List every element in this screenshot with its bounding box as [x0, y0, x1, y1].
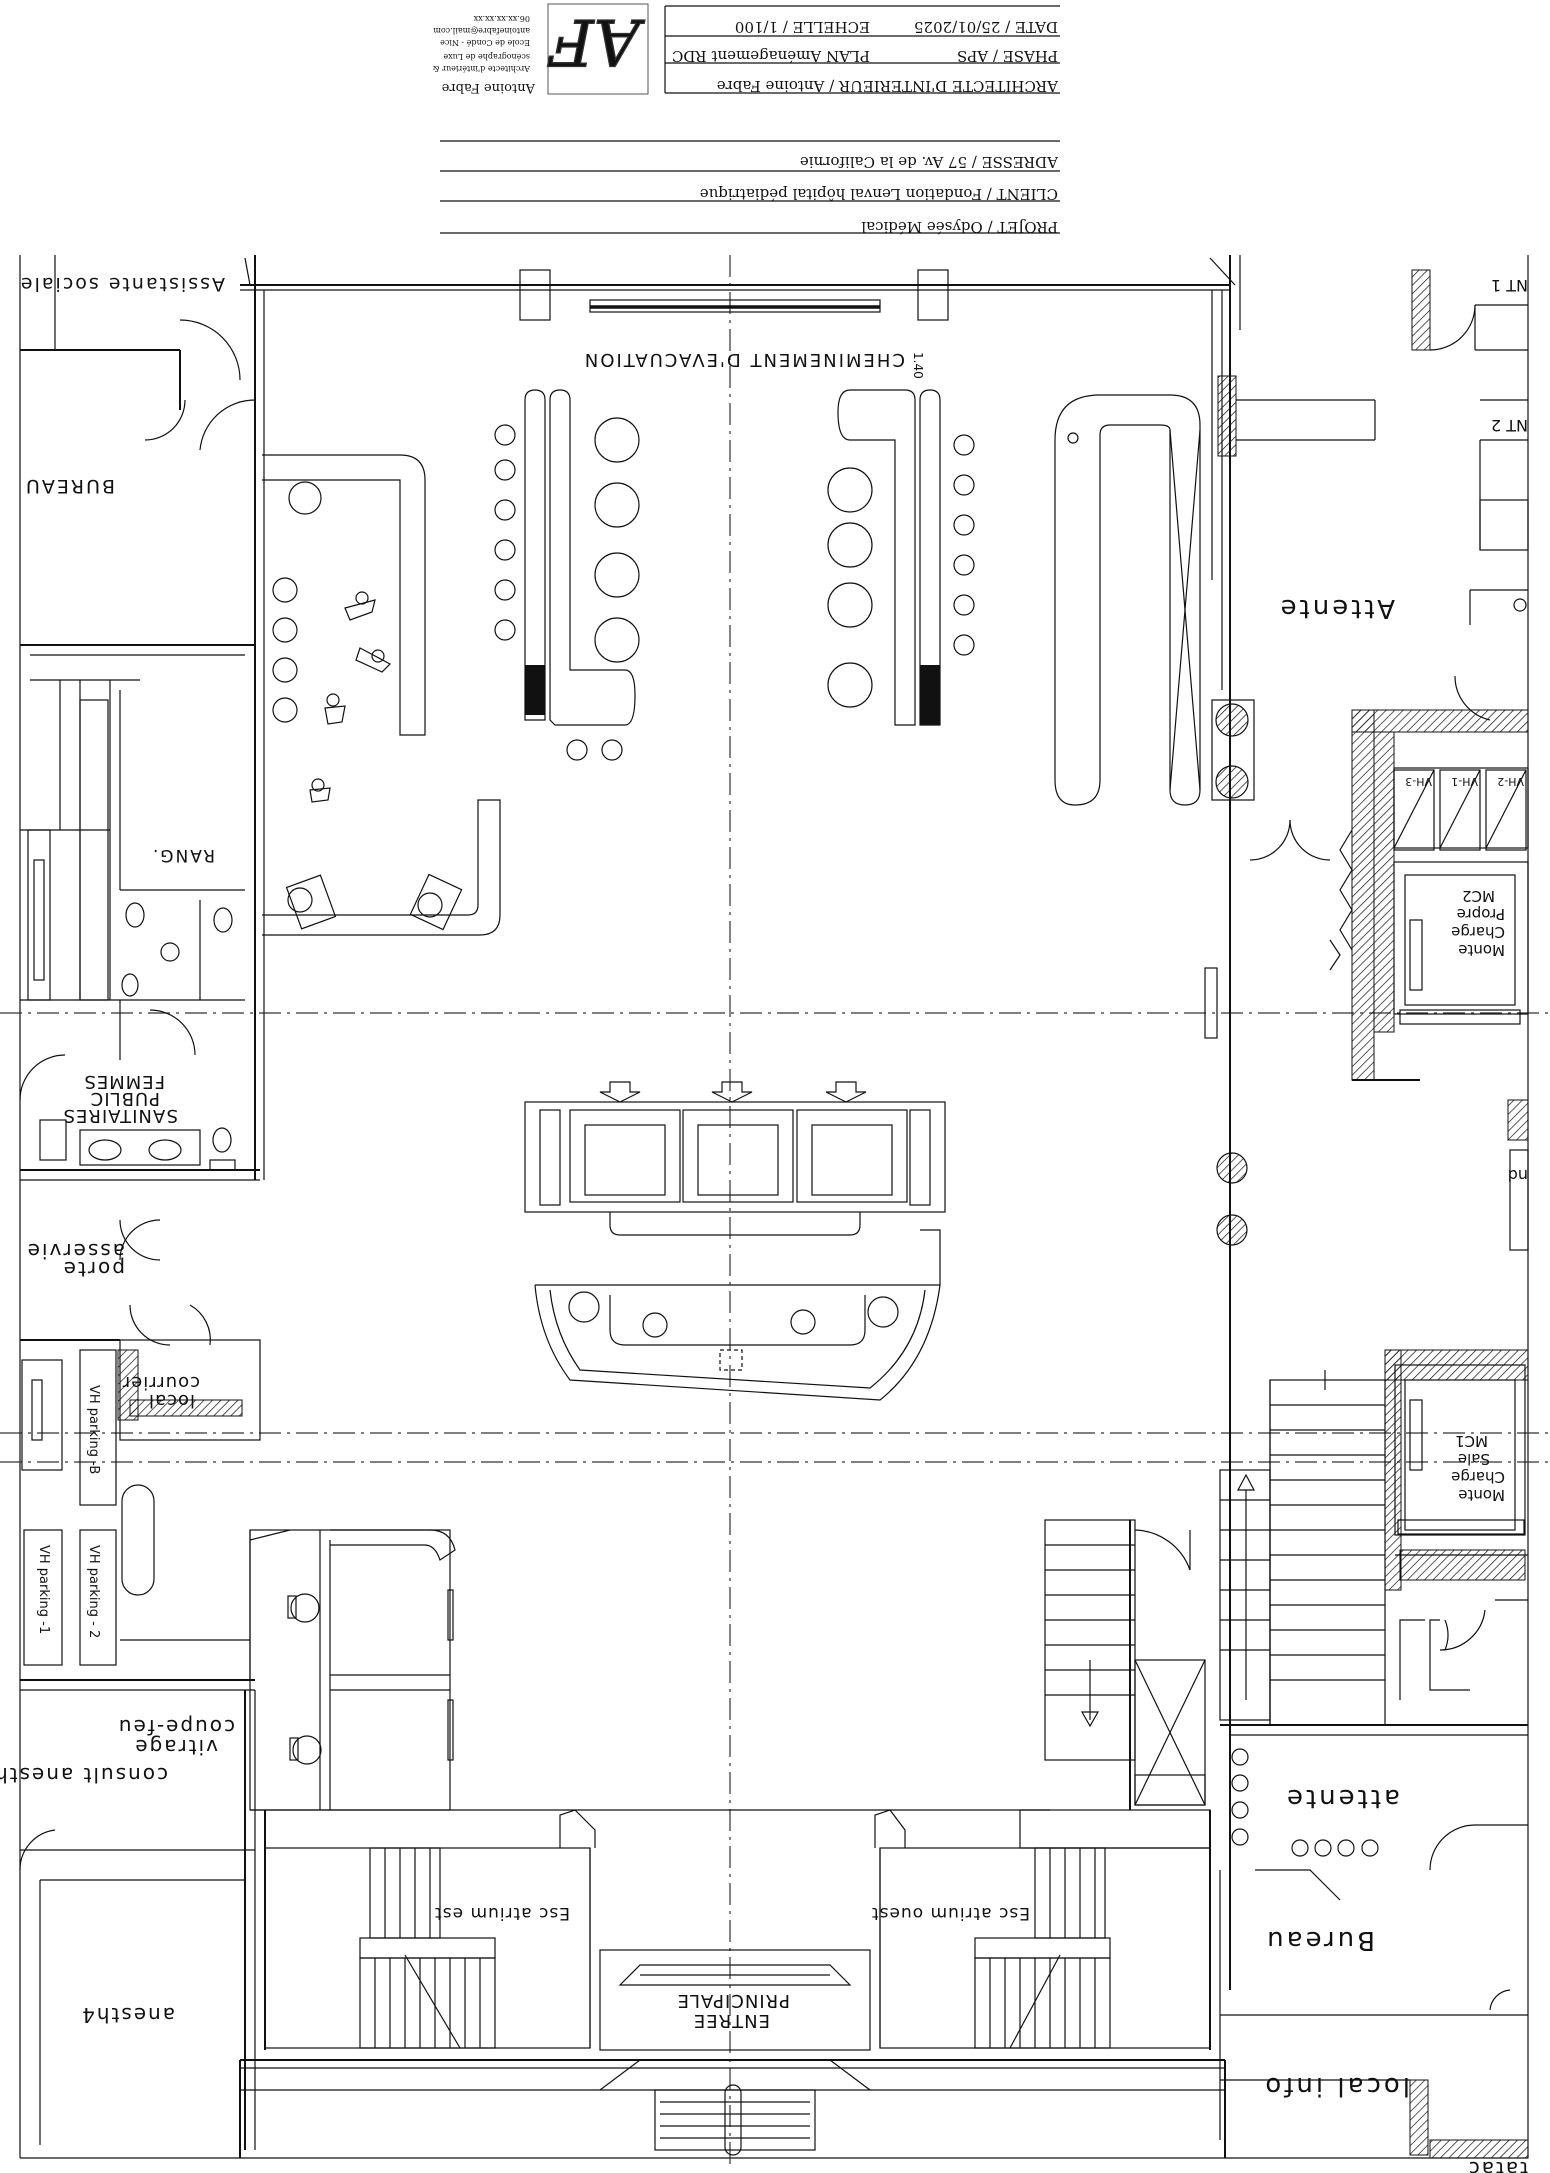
label-sanitaires-3: FEMMES	[83, 1071, 165, 1092]
title-client: CLIENT / Fondation Lenval hôpital pédiat…	[700, 185, 1058, 203]
label-assistante-sociale: Assistante sociale	[19, 273, 225, 295]
label-entree-2: PRINCIPALE	[677, 1990, 790, 2011]
grid-axes	[0, 255, 1550, 2170]
title-plan: PLAN Aménagement RDC	[672, 47, 870, 65]
title-projet: PROJET / Odysée Médical	[861, 218, 1058, 236]
label-porte-1: porte	[62, 1257, 125, 1281]
table-chairs-icon	[285, 873, 463, 931]
label-entree-1: ENTREE	[693, 2010, 770, 2031]
label-mc1-3: Sale	[1458, 1450, 1490, 1468]
room-labels: Assistante sociale BUREAU RANG. SANITAIR…	[0, 273, 1528, 2173]
logo-icon: AF	[546, 3, 649, 95]
label-mc1-4: MC1	[1455, 1432, 1488, 1450]
label-mc2-3: Propre	[1457, 905, 1505, 923]
label-esc-ouest: Esc atrium ouest	[871, 1903, 1030, 1923]
title-architecte: ARCHITECTE D'INTERIEUR / Antoine Fabre	[717, 77, 1059, 95]
sink-icon	[88, 1139, 122, 1161]
label-vitrage-1: vitrage	[133, 1735, 218, 1759]
right-stairs	[1044, 1370, 1386, 1810]
label-vitrage-2: coupe-feu	[117, 1715, 235, 1739]
central-benches	[494, 389, 1255, 806]
label-consult-anesth: consult anesth	[0, 1763, 168, 1787]
chair-icon	[287, 1593, 322, 1765]
title-phase: PHASE / APS	[957, 47, 1058, 65]
label-mc1-1: Monte	[1458, 1486, 1505, 1504]
left-wing	[20, 255, 265, 1181]
sheet-frame	[19, 255, 1529, 2159]
sink-icon	[148, 1139, 182, 1161]
sanitaires-fixtures	[79, 902, 236, 1171]
label-mc1-2: Charge	[1451, 1468, 1505, 1486]
label-local-courrier-2: courrier	[122, 1372, 200, 1393]
label-edge-bottom: tatac	[1467, 2157, 1528, 2173]
title-adresse: ADRESSE / 57 Av. de la Californie	[800, 153, 1059, 171]
right-wing	[1204, 255, 1529, 2159]
top-facade	[240, 255, 1236, 1990]
label-sanitaires-2: PUBLIC	[90, 1088, 160, 1109]
label-mc2-2: Charge	[1451, 923, 1505, 941]
label-sanitaires-1: SANITAIRES	[63, 1105, 178, 1126]
label-attente-lower: attente	[1284, 1783, 1400, 1813]
toilet-icon	[125, 902, 145, 928]
label-anesth4: anesth4	[80, 2003, 175, 2027]
label-vh2: VH-2	[1497, 775, 1524, 788]
title-block: PROJET / Odysée Médical CLIENT / Fondati…	[433, 3, 1060, 236]
main-entrance	[239, 1949, 1226, 2158]
label-porte-2: asservie	[26, 1239, 125, 1263]
label-local-courrier-1: local	[148, 1390, 195, 1411]
left-doors	[19, 319, 256, 1871]
label-vh-parking-b: VH parking -B	[86, 1385, 101, 1474]
stamp-name: Antoine Fabre	[441, 80, 536, 95]
label-vh-parking-1: VH parking -1	[36, 1545, 51, 1634]
label-mc2-4: MC2	[1462, 887, 1495, 905]
label-esc-est: Esc atrium est	[434, 1903, 570, 1923]
label-vh3: VH-3	[1405, 775, 1432, 788]
label-edge-nt1: NT 1	[1491, 276, 1528, 295]
arrow-up-icon	[1237, 1473, 1255, 1491]
label-vh-parking-2: VH parking - 2	[86, 1545, 101, 1638]
label-vh1: VH-1	[1451, 775, 1478, 788]
label-rang: RANG.	[151, 845, 215, 865]
stamp-line5: 06.xx.xx.xx.xx	[473, 14, 530, 23]
title-echelle: ECHELLE / 1/100	[735, 18, 870, 36]
chair-icon	[642, 1312, 668, 1338]
stamp-line3: Ecole de Condé - Nice	[440, 38, 530, 47]
person-icon	[309, 591, 391, 803]
stamp-line2: scénographe de Luxe	[443, 52, 530, 61]
stamp-line1: Architecte d'intérieur &	[433, 64, 531, 73]
logo-monogram: AF	[547, 4, 645, 78]
arrow-down-icon	[1080, 1711, 1100, 1728]
label-bureau-right: Bureau	[1264, 1925, 1375, 1955]
arrow-down-icon	[599, 1081, 867, 1103]
atrium-left	[264, 1809, 596, 2050]
title-date: DATE / 25/01/2025	[914, 18, 1058, 36]
consult-rooms	[249, 1529, 1050, 1811]
atrium-right	[874, 1809, 1211, 2050]
stamp-line4: antoinefabre@mail.com	[433, 26, 530, 35]
label-attente-right: Attente	[1278, 593, 1395, 623]
label-cheminement: CHEMINEMENT D'EVACUATION	[583, 349, 905, 370]
label-local-info: local info	[1262, 2071, 1410, 2101]
elevator-core	[524, 1081, 946, 1236]
label-mc2-1: Monte	[1458, 941, 1505, 959]
label-edge-nd: nd	[1508, 1166, 1528, 1185]
left-lounge	[262, 454, 501, 936]
label-bureau-left: BUREAU	[24, 475, 115, 497]
reception-desk	[534, 1229, 941, 1401]
lower-left-rooms	[20, 1690, 256, 2150]
chair-icon	[790, 1309, 816, 1335]
label-edge-nt2: NT 2	[1491, 416, 1528, 435]
label-dim-140: 1.40	[911, 352, 925, 379]
